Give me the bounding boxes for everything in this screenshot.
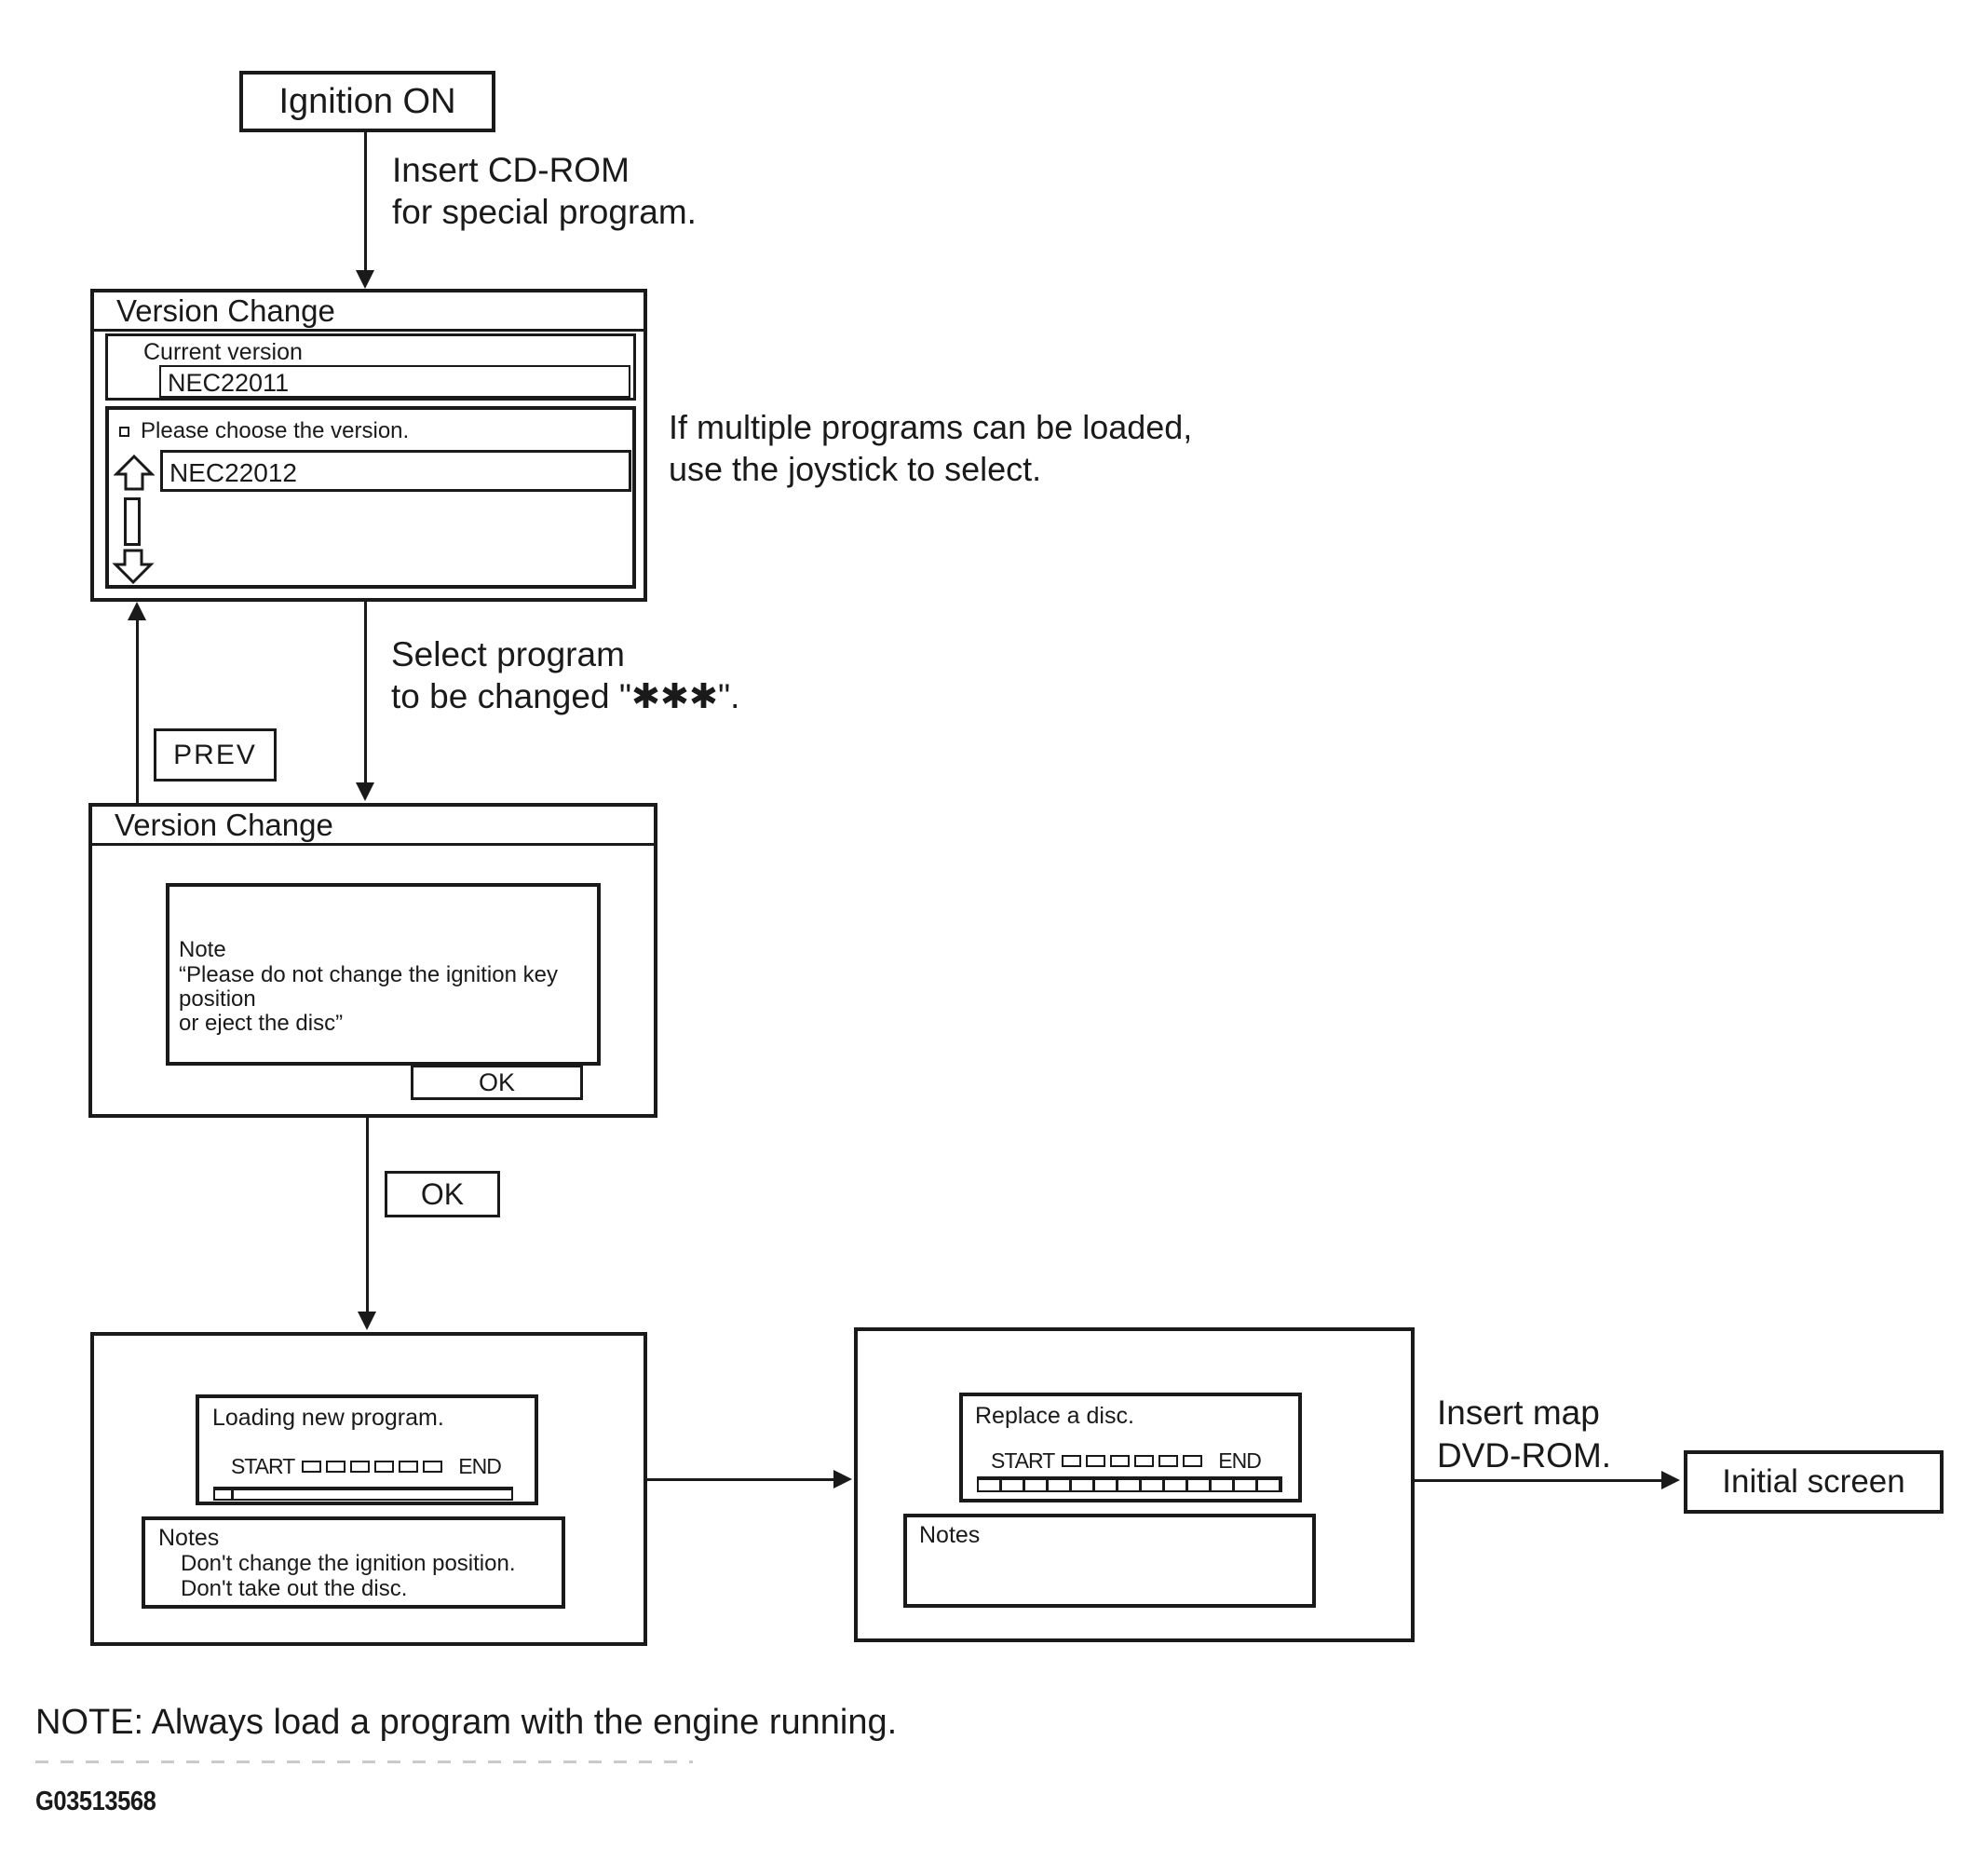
replace-title: Replace a disc. <box>975 1403 1134 1429</box>
choose-version-group: Please choose the version. NEC22012 <box>105 406 636 589</box>
arrow-select-program <box>364 602 367 784</box>
loading-step-row: START END <box>231 1454 502 1479</box>
arrow-prev-return <box>136 620 139 803</box>
loading-title: Loading new program. <box>212 1405 444 1431</box>
arrowhead-right-icon <box>1661 1471 1680 1489</box>
progress-step-box <box>302 1461 322 1473</box>
ignition-on-label: Ignition ON <box>278 81 456 121</box>
note-window-titlebar: Version Change <box>92 807 654 846</box>
replace-progress-bar-full <box>977 1476 1282 1492</box>
arrowhead-right-icon <box>833 1470 852 1489</box>
progress-step-box <box>1086 1455 1106 1467</box>
current-version-label: Current version <box>143 339 303 365</box>
progress-step-box <box>1110 1455 1131 1467</box>
progress-step-box <box>1062 1455 1082 1467</box>
notes-title: Notes <box>158 1525 220 1551</box>
arrow-ignition-to-version <box>364 132 367 272</box>
note-ok-label: OK <box>478 1067 515 1096</box>
selected-version-value: NEC22012 <box>169 458 297 487</box>
note-window-title: Version Change <box>115 807 333 842</box>
insert-map-label: Insert map DVD-ROM. <box>1437 1393 1612 1475</box>
current-version-value: NEC22011 <box>168 369 290 397</box>
scroll-up-icon[interactable] <box>114 454 155 492</box>
initial-screen-node: Initial screen <box>1684 1450 1944 1514</box>
replace-notes-box: Notes <box>903 1514 1316 1608</box>
initial-screen-label: Initial screen <box>1722 1463 1905 1500</box>
start-label: START <box>231 1454 295 1478</box>
progress-divider <box>231 1490 234 1499</box>
replace-screen-box: Replace a disc. START END <box>959 1393 1302 1502</box>
current-version-field: NEC22011 <box>159 365 630 398</box>
replace-window: Replace a disc. START END Notes <box>854 1327 1415 1642</box>
choose-version-prompt: Please choose the version. <box>141 418 410 443</box>
notes-title: Notes <box>919 1522 981 1548</box>
progress-step-box <box>423 1461 443 1473</box>
notes-line: Don't change the ignition position. <box>181 1551 516 1576</box>
current-version-group: Current version NEC22011 <box>105 333 636 401</box>
insert-cdrom-label: Insert CD-ROM for special program. <box>392 151 697 231</box>
progress-step-box <box>1158 1455 1179 1467</box>
figure-id: G03513568 <box>35 1787 156 1816</box>
progress-step-box <box>326 1461 346 1473</box>
loading-screen-box: Loading new program. START END <box>196 1394 538 1505</box>
notes-line: Don't take out the disc. <box>181 1576 408 1601</box>
replace-step-row: START END <box>991 1448 1262 1474</box>
note-message-box: Note “Please do not change the ignition … <box>166 883 601 1066</box>
loading-progress-bar <box>213 1487 513 1501</box>
arrow-loading-to-replace <box>647 1478 835 1481</box>
arrowhead-down-icon <box>356 782 374 801</box>
prev-key-label: PREV <box>173 739 257 770</box>
ok-key-node: OK <box>385 1171 500 1217</box>
version-select-title: Version Change <box>116 292 335 328</box>
note-window: Version Change Note “Please do not chang… <box>88 803 657 1118</box>
progress-step-box <box>374 1461 395 1473</box>
arrowhead-down-icon <box>356 270 374 289</box>
loading-window: Loading new program. START END Notes Don… <box>90 1332 647 1646</box>
end-label: END <box>1218 1448 1262 1473</box>
arrow-ok-confirm <box>366 1118 369 1313</box>
scan-artifact-dashed-line <box>35 1760 693 1763</box>
arrow-replace-to-initial <box>1415 1479 1663 1482</box>
arrowhead-down-icon <box>358 1312 376 1330</box>
joystick-note-label: If multiple programs can be loaded, use … <box>669 408 1193 488</box>
note-body: “Please do not change the ignition key p… <box>179 962 558 1036</box>
ignition-on-node: Ignition ON <box>239 71 495 132</box>
progress-step-box <box>1183 1455 1203 1467</box>
version-select-titlebar: Version Change <box>94 292 644 332</box>
select-program-label: Select program to be changed "✱✱✱". <box>391 635 740 715</box>
note-ok-button[interactable]: OK <box>411 1065 583 1100</box>
scrollbar-track[interactable] <box>124 497 141 546</box>
note-heading: Note <box>179 937 226 962</box>
footer-note: NOTE: Always load a program with the eng… <box>35 1703 898 1742</box>
prev-key-node: PREV <box>154 728 277 782</box>
progress-step-box <box>350 1461 371 1473</box>
start-label: START <box>991 1448 1055 1473</box>
progress-step-box <box>399 1461 419 1473</box>
loading-notes-box: Notes Don't change the ignition position… <box>142 1516 565 1609</box>
end-label: END <box>458 1454 502 1478</box>
arrowhead-up-icon <box>128 602 146 620</box>
scroll-down-icon[interactable] <box>112 549 155 585</box>
version-select-window: Version Change Current version NEC22011 … <box>90 289 647 602</box>
ok-key-label: OK <box>420 1176 465 1211</box>
version-list-field[interactable]: NEC22012 <box>160 450 631 492</box>
bullet-square-icon <box>119 427 129 437</box>
progress-step-box <box>1134 1455 1155 1467</box>
